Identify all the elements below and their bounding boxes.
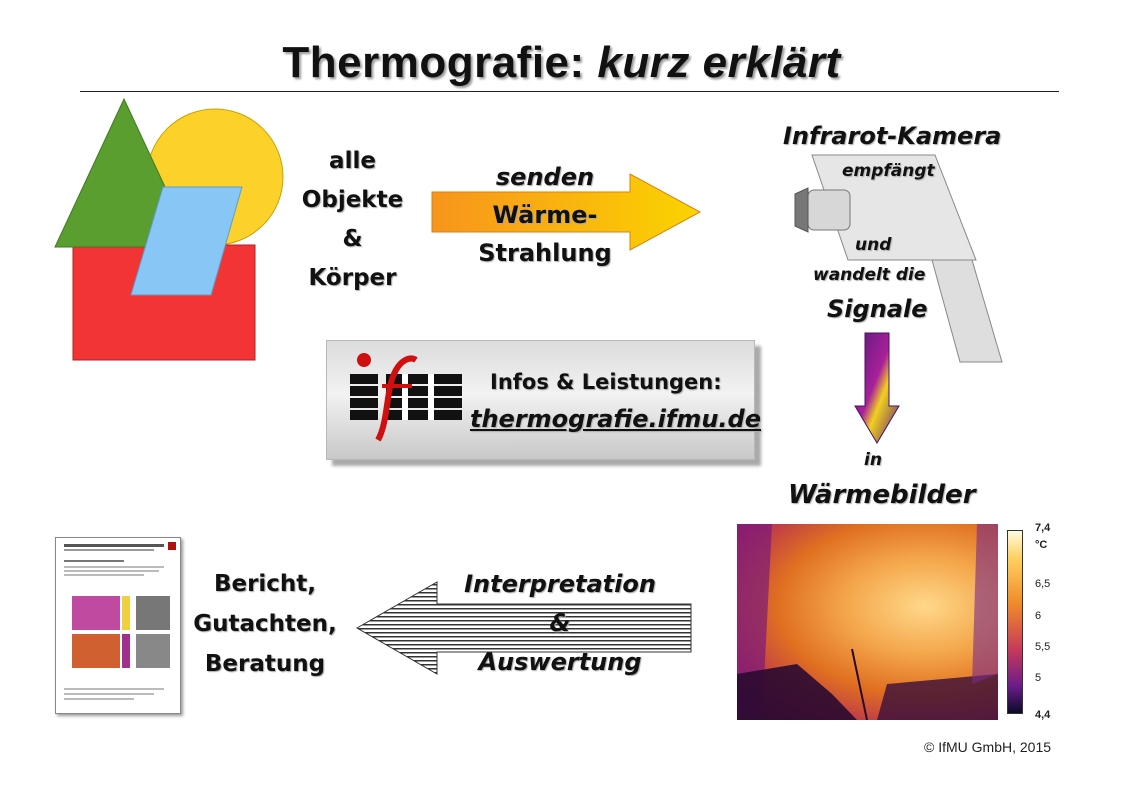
thermal-in: in xyxy=(864,450,882,470)
report-document-content xyxy=(64,542,176,700)
thermal-image xyxy=(737,524,998,720)
scale-tick: 6 xyxy=(1035,610,1042,622)
title-rule xyxy=(80,91,1059,92)
send-arrow-text: senden Wärme- Strahlung xyxy=(455,158,635,272)
down-arrow xyxy=(854,332,900,444)
info-heading: Infos & Leistungen: xyxy=(490,370,722,394)
scale-bottom: 4,4 xyxy=(1035,709,1051,721)
camera-handle xyxy=(931,259,1003,363)
camera-converts: wandelt die xyxy=(813,265,926,285)
objects-shapes xyxy=(54,97,284,361)
report-line-3: Beratung xyxy=(204,651,326,677)
website-link[interactable]: thermografie.ifmu.de xyxy=(470,405,761,433)
camera-receives: empfängt xyxy=(842,161,935,181)
interpret-arrow xyxy=(355,581,692,675)
camera-icon xyxy=(794,154,1003,363)
camera-front xyxy=(794,187,809,233)
temperature-scale-bar xyxy=(1007,530,1023,714)
thermal-details xyxy=(737,524,998,720)
objects-line-1: alle xyxy=(329,148,376,174)
send-arrow xyxy=(431,173,702,251)
send-line-3: Strahlung xyxy=(478,239,612,267)
blue-parallelogram xyxy=(130,186,243,296)
ifmu-logo xyxy=(350,353,462,442)
objects-line-2: Objekte xyxy=(301,187,404,213)
send-line-2: Wärme- xyxy=(492,201,598,229)
objects-text: alle Objekte & Körper xyxy=(290,142,415,298)
title-main: Thermografie: xyxy=(282,38,585,87)
camera-and: und xyxy=(855,235,892,255)
camera-lens xyxy=(807,189,851,231)
report-line-2: Gutachten, xyxy=(193,611,337,637)
interpret-line-3: Auswertung xyxy=(478,648,642,676)
camera-title: Infrarot-Kamera xyxy=(783,122,1002,150)
title-italic: kurz erklärt xyxy=(597,38,841,87)
scale-tick: 6,5 xyxy=(1035,578,1051,590)
interpret-text: Interpretation & Auswertung xyxy=(455,565,665,682)
page-title: Thermografie: kurz erklärt xyxy=(0,38,1123,88)
interpret-line-2: & xyxy=(549,609,571,637)
objects-line-3: & xyxy=(342,226,363,252)
scale-tick: 5 xyxy=(1035,672,1042,684)
scale-tick: 5,5 xyxy=(1035,641,1051,653)
report-document xyxy=(55,537,181,714)
thermal-label: Wärmebilder xyxy=(788,480,976,510)
report-text: Bericht, Gutachten, Beratung xyxy=(185,564,345,684)
scale-top: 7,4 xyxy=(1035,522,1051,534)
objects-line-4: Körper xyxy=(308,265,397,291)
report-line-1: Bericht, xyxy=(213,571,317,597)
interpret-line-1: Interpretation xyxy=(464,570,656,598)
camera-signals: Signale xyxy=(827,295,928,323)
send-line-1: senden xyxy=(495,163,595,191)
copyright-footer: © IfMU GmbH, 2015 xyxy=(924,739,1052,755)
scale-unit: °C xyxy=(1035,539,1048,551)
